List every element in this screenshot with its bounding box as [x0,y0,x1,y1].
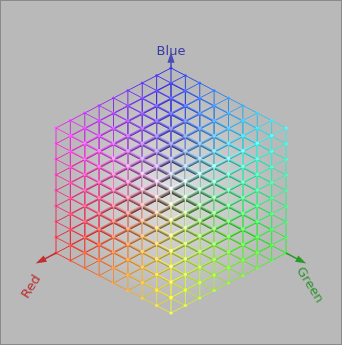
axis-label: Blue [157,44,186,57]
